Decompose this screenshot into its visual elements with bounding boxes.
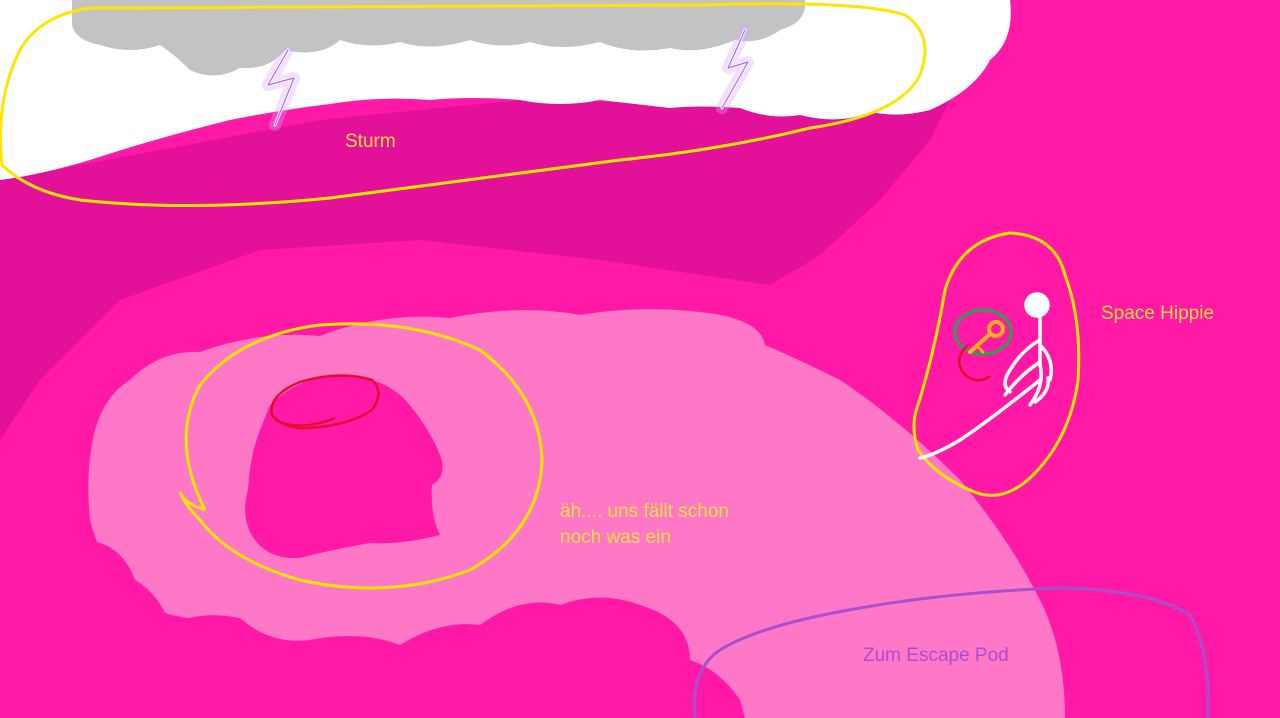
escape-pod-area-outline[interactable]: [692, 586, 1210, 718]
lightning-icon: [716, 24, 754, 114]
space-hippie-area-outline[interactable]: [912, 231, 1081, 497]
storm-area-outline[interactable]: [0, 2, 927, 208]
mystery-label: äh.... uns fällt schon: [560, 501, 729, 522]
escape-pod-label: Zum Escape Pod: [863, 645, 1009, 666]
mystery-label-line2: noch was ein: [560, 527, 671, 548]
space-hippie-label: Space Hippie: [1101, 303, 1214, 324]
storm-cloud: [72, 0, 806, 76]
mystery-area-outline[interactable]: [178, 322, 544, 590]
dark-region: [0, 80, 960, 440]
foreground-clouds: [0, 520, 745, 718]
lightning-icon: [262, 44, 300, 131]
mystery-blob: [245, 375, 443, 559]
storm-label: Sturm: [345, 131, 396, 152]
stick-figure-icon[interactable]: [918, 292, 1053, 460]
key-icon[interactable]: [953, 308, 1013, 382]
red-mark: [270, 374, 380, 430]
